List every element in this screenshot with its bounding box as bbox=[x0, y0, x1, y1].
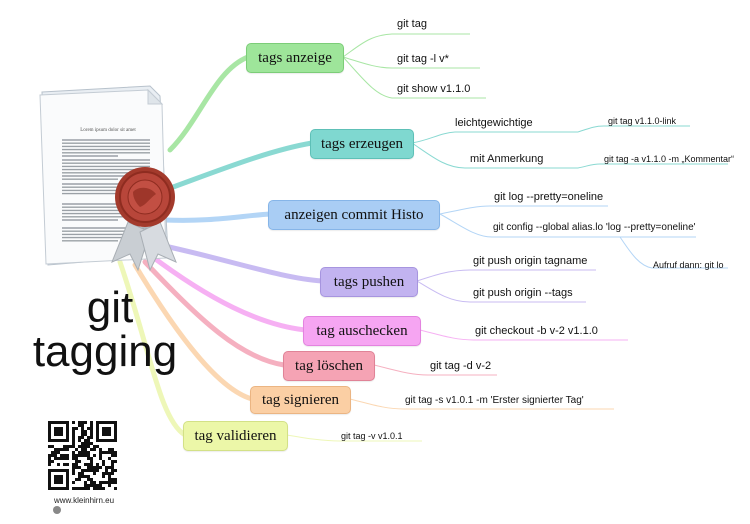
leaf-push-tags[interactable]: git push origin --tags bbox=[473, 287, 573, 299]
leaf-line-anmerkung bbox=[411, 142, 578, 169]
document-heading: Lorem ipsum dolor sit amet bbox=[80, 128, 136, 133]
leaf-line-git-tag bbox=[342, 33, 470, 58]
branch-tag-auschecken bbox=[147, 252, 308, 333]
leaf-tag-v[interactable]: git tag -v v1.0.1 bbox=[341, 431, 403, 441]
leaf-git-log[interactable]: git log --pretty=oneline bbox=[494, 191, 604, 203]
leaf-line-push-tagname bbox=[416, 269, 596, 282]
leaf-line-git-show bbox=[342, 56, 486, 99]
node-tags-pushen[interactable]: tags pushen bbox=[320, 267, 418, 297]
footer-logo-icon bbox=[53, 506, 61, 514]
leaf-tag-d[interactable]: git tag -d v-2 bbox=[430, 360, 492, 372]
leaf-line-leichtgewichtige bbox=[411, 131, 578, 144]
seal-icon bbox=[111, 167, 177, 272]
branch-tag-loeschen bbox=[142, 259, 287, 368]
footer-url[interactable]: www.kleinhirn.eu bbox=[54, 496, 115, 505]
leaf-git-tag-link[interactable]: git tag v1.1.0-link bbox=[608, 116, 677, 126]
node-tags-anzeige[interactable]: tags anzeige bbox=[246, 43, 344, 73]
branch-tags-anzeige bbox=[167, 54, 251, 153]
title-line-2: tagging bbox=[32, 327, 178, 376]
leaf-tag-s[interactable]: git tag -s v1.0.1 -m 'Erster signierter … bbox=[405, 395, 584, 406]
node-tag-auschecken[interactable]: tag auschecken bbox=[303, 316, 421, 346]
leaf-aufruf[interactable]: Aufruf dann: git lo bbox=[653, 260, 724, 270]
leaf-line-checkout bbox=[419, 329, 628, 341]
leaf-leichtgewichtige[interactable]: leichtgewichtige bbox=[455, 117, 533, 129]
qr-code bbox=[48, 421, 117, 490]
leaf-git-config[interactable]: git config --global alias.lo 'log --pret… bbox=[493, 222, 696, 233]
branch-tags-pushen bbox=[157, 242, 325, 284]
leaf-line-tag-link bbox=[577, 125, 690, 133]
leaf-line-tag-a bbox=[577, 163, 728, 169]
branch-anzeigen-commit bbox=[162, 211, 273, 223]
node-tag-signieren[interactable]: tag signieren bbox=[250, 386, 351, 414]
node-tag-loeschen[interactable]: tag löschen bbox=[283, 351, 375, 381]
branch-tag-validieren bbox=[117, 259, 188, 438]
leaf-line-git-tag-l bbox=[342, 56, 480, 69]
node-anzeigen-commit[interactable]: anzeigen commit Histo bbox=[268, 200, 440, 230]
title-line-1: git bbox=[86, 283, 134, 332]
leaf-line-tag-v bbox=[286, 434, 422, 442]
leaf-git-tag-l[interactable]: git tag -l v* bbox=[397, 53, 449, 65]
leaf-checkout[interactable]: git checkout -b v-2 v1.1.0 bbox=[475, 325, 598, 337]
node-tags-erzeugen[interactable]: tags erzeugen bbox=[310, 129, 414, 159]
branch-tags-erzeugen bbox=[162, 140, 315, 193]
leaf-line-aufruf bbox=[619, 236, 728, 269]
leaf-push-tagname[interactable]: git push origin tagname bbox=[473, 255, 588, 267]
node-tag-validieren[interactable]: tag validieren bbox=[183, 421, 288, 451]
leaf-line-git-config bbox=[439, 213, 696, 238]
leaf-mit-anmerkung[interactable]: mit Anmerkung bbox=[470, 153, 544, 165]
leaf-line-push-tags bbox=[416, 280, 586, 303]
leaf-git-show[interactable]: git show v1.1.0 bbox=[397, 83, 471, 95]
leaf-line-tag-d bbox=[373, 364, 497, 376]
leaf-git-tag[interactable]: git tag bbox=[397, 18, 427, 30]
leaf-line-tag-s bbox=[349, 398, 614, 410]
leaf-git-tag-a[interactable]: git tag -a v1.1.0 -m „Kommentar“ bbox=[604, 154, 735, 164]
branch-tag-signieren bbox=[132, 262, 255, 402]
leaf-line-git-log bbox=[439, 205, 608, 215]
